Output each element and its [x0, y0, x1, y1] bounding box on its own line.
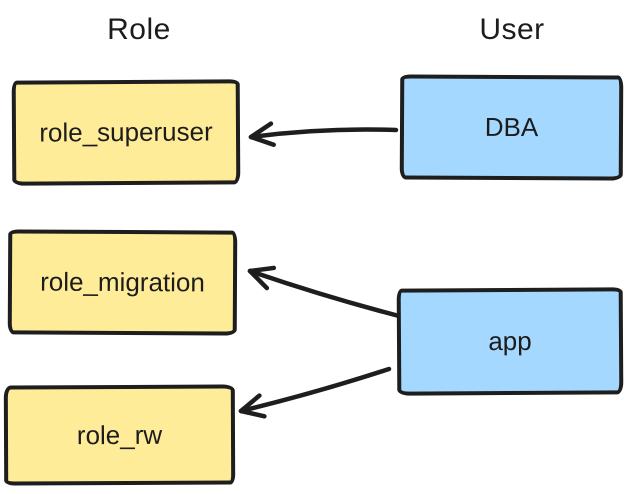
arrow-app-to-role_migration	[247, 265, 402, 319]
node-label: role_superuser	[39, 116, 213, 148]
node-label: role_rw	[76, 419, 163, 450]
arrow-app-to-role_rw	[238, 366, 392, 419]
node-label: role_migration	[40, 266, 205, 298]
node-role-superuser: role_superuser	[11, 79, 241, 186]
column-heading-role: Role	[107, 13, 171, 46]
node-label: app	[488, 325, 532, 357]
node-label: DBA	[484, 111, 539, 143]
node-user-app: app	[396, 287, 624, 396]
node-user-dba: DBA	[399, 74, 624, 181]
arrow-dba-to-role_superuser	[248, 121, 399, 148]
node-role-migration: role_migration	[7, 229, 238, 336]
column-heading-user: User	[479, 13, 545, 46]
node-role-rw: role_rw	[3, 384, 236, 486]
